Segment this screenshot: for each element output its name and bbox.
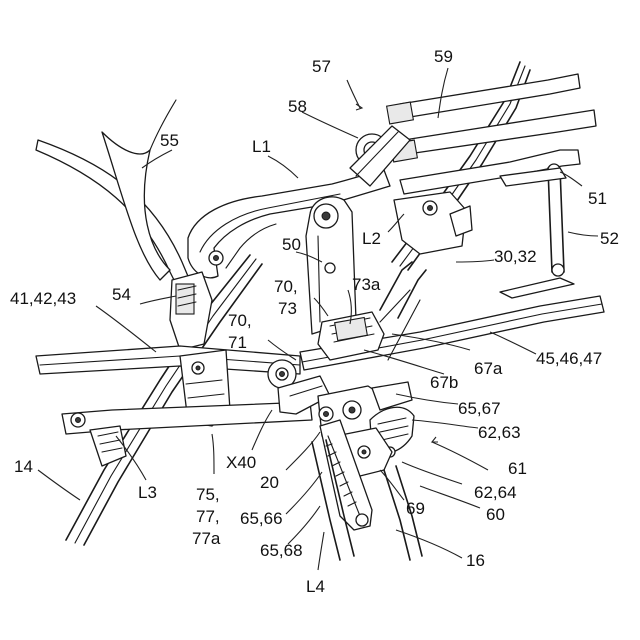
label-65-66: 65,66	[240, 509, 283, 528]
label-50: 50	[282, 235, 301, 254]
label-61: 61	[508, 459, 527, 478]
label-62-63: 62,63	[478, 423, 521, 442]
label-57: 57	[312, 57, 331, 76]
label-16: 16	[466, 551, 485, 570]
label-41-42-43: 41,42,43	[10, 289, 76, 308]
label-65-67: 65,67	[458, 399, 501, 418]
label-62-64: 62,64	[474, 483, 517, 502]
label-l3: L3	[138, 483, 157, 502]
label-69: 69	[406, 499, 425, 518]
label-14: 14	[14, 457, 33, 476]
label-58: 58	[288, 97, 307, 116]
upper-frame-l1	[188, 170, 390, 278]
link-51-52	[500, 164, 574, 298]
label-54: 54	[112, 285, 131, 304]
label-65-68: 65,68	[260, 541, 303, 560]
label-60: 60	[486, 505, 505, 524]
lower-link-l3	[62, 402, 312, 466]
label-52: 52	[600, 229, 619, 248]
plate-50	[306, 197, 356, 334]
label-67b: 67b	[430, 373, 458, 392]
label-70-71-a: 70,	[228, 311, 252, 330]
label-75-77-a: 75,	[196, 485, 220, 504]
label-45-46-47: 45,46,47	[536, 349, 602, 368]
label-20: 20	[260, 473, 279, 492]
label-59: 59	[434, 47, 453, 66]
label-75-77-b: 77,	[196, 507, 220, 526]
clamp-54	[170, 272, 212, 350]
label-l4: L4	[306, 577, 325, 596]
label-75-77-c: 77a	[192, 529, 221, 548]
label-70-73-a: 70,	[274, 277, 298, 296]
label-70-73-b: 73	[278, 299, 297, 318]
beam-41-43	[36, 346, 300, 374]
label-67a: 67a	[474, 359, 503, 378]
label-x40: X40	[226, 453, 256, 472]
label-l1: L1	[252, 137, 271, 156]
label-30-32: 30,32	[494, 247, 537, 266]
label-73a: 73a	[352, 275, 381, 294]
label-l2: L2	[362, 229, 381, 248]
label-70-71-b: 71	[228, 333, 247, 352]
label-51: 51	[588, 189, 607, 208]
label-55: 55	[160, 131, 179, 150]
